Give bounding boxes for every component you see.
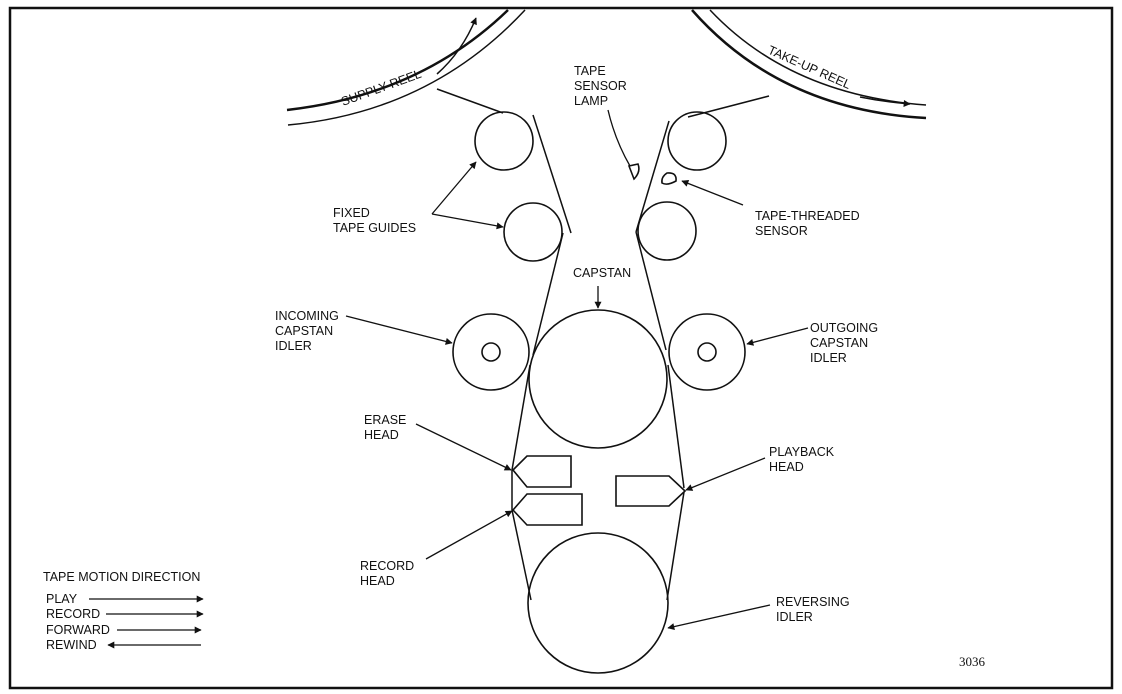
tape-threaded-sensor xyxy=(661,172,677,185)
take-up-reel xyxy=(691,9,927,120)
fixed-tape-guide-upper-left xyxy=(474,111,534,171)
legend-title: TAPE MOTION DIRECTION xyxy=(43,570,200,584)
tape-threaded-sensor-label: TAPE-THREADED SENSOR xyxy=(755,209,863,238)
supply-reel xyxy=(286,9,526,126)
tape-sensor-lamp xyxy=(627,163,640,181)
legend-item-rewind: REWIND xyxy=(46,638,97,652)
leader-arrows xyxy=(345,109,809,631)
legend-item-forward: FORWARD xyxy=(46,623,110,637)
tape-motion-legend: TAPE MOTION DIRECTION PLAY RECORD FORWAR… xyxy=(43,570,204,652)
tape-sensor-lamp-label: TAPE SENSOR LAMP xyxy=(574,64,630,108)
capstan-label: CAPSTAN xyxy=(573,266,631,280)
figure-number: 3036 xyxy=(959,654,986,669)
capstan xyxy=(528,309,668,449)
record-head-label: RECORD HEAD xyxy=(360,559,418,588)
record-head xyxy=(511,493,583,526)
erase-head xyxy=(511,455,572,488)
supply-reel-label: SUPPLY REEL xyxy=(339,67,423,109)
outgoing-capstan-idler-hub xyxy=(697,342,717,362)
legend-item-play: PLAY xyxy=(46,592,78,606)
fixed-tape-guide-lower-right xyxy=(637,201,697,261)
take-up-reel-label: TAKE-UP REEL xyxy=(766,43,853,92)
incoming-capstan-idler xyxy=(452,313,530,391)
fixed-tape-guide-upper-right xyxy=(667,111,727,171)
incoming-capstan-idler-label: INCOMING CAPSTAN IDLER xyxy=(275,309,342,353)
playback-head xyxy=(615,475,687,507)
tape-path xyxy=(436,88,770,601)
erase-head-label: ERASE HEAD xyxy=(364,413,410,442)
outgoing-capstan-idler xyxy=(668,313,746,391)
fixed-tape-guides-label: FIXED TAPE GUIDES xyxy=(333,206,416,235)
reversing-idler-label: REVERSING IDLER xyxy=(776,595,853,624)
legend-item-record: RECORD xyxy=(46,607,100,621)
figure-border xyxy=(8,6,1114,690)
fixed-tape-guide-lower-left xyxy=(503,202,563,262)
reversing-idler xyxy=(527,532,669,674)
playback-head-label: PLAYBACK HEAD xyxy=(769,445,838,474)
incoming-capstan-idler-hub xyxy=(481,342,501,362)
outgoing-capstan-idler-label: OUTGOING CAPSTAN IDLER xyxy=(810,321,882,365)
